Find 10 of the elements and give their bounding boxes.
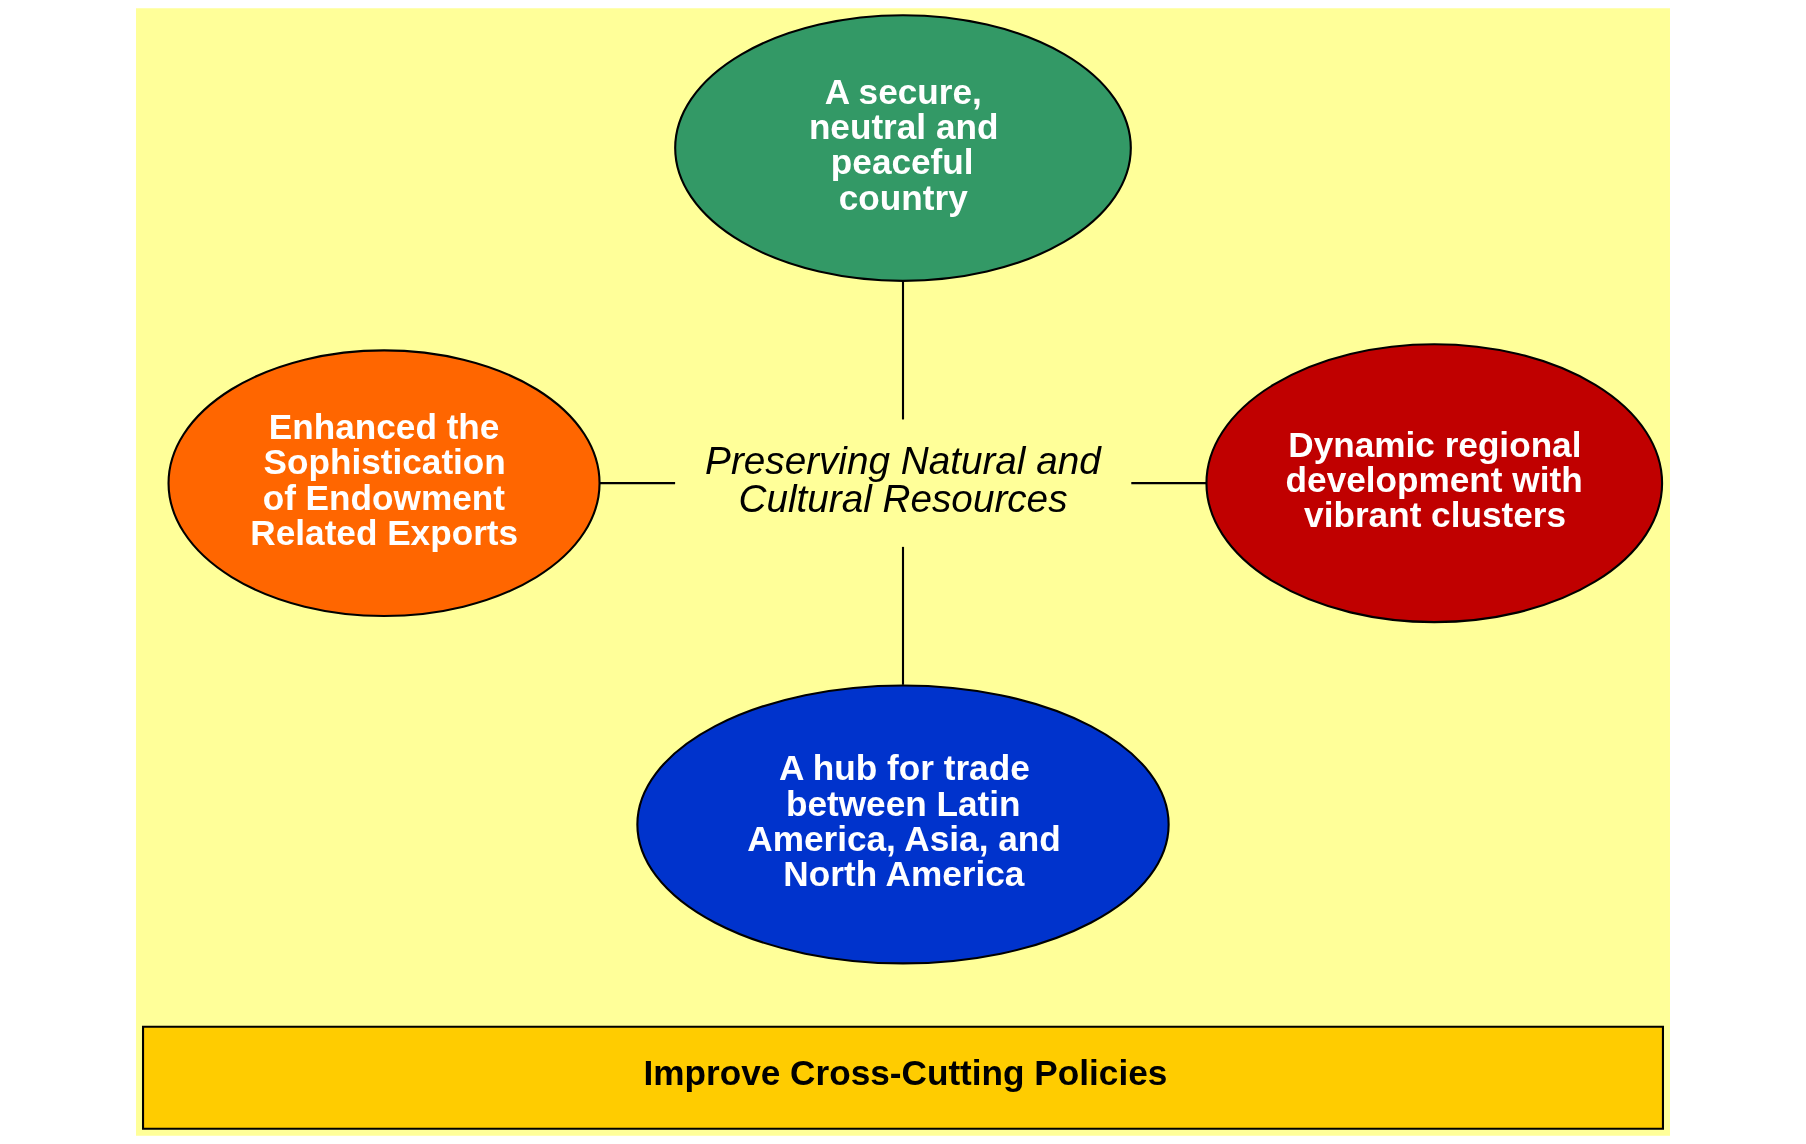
node-ellipse: Enhanced the Sophistication of Endowment Related Exports	[167, 349, 601, 618]
connector	[1131, 482, 1207, 485]
node-text: Preserving Natural and Cultural Resources	[705, 438, 1101, 521]
connector	[901, 280, 905, 420]
node-ellipse: Dynamic regional development with vibrant clusters	[1205, 343, 1664, 624]
node-ellipse: A secure, neutral and peaceful country	[674, 14, 1132, 282]
node-ellipse: A hub for trade between Latin America, Asia, and North America	[636, 684, 1170, 965]
connector	[901, 546, 905, 685]
node-box: Improve Cross-Cutting Policies	[142, 1025, 1664, 1130]
connector	[599, 482, 676, 485]
